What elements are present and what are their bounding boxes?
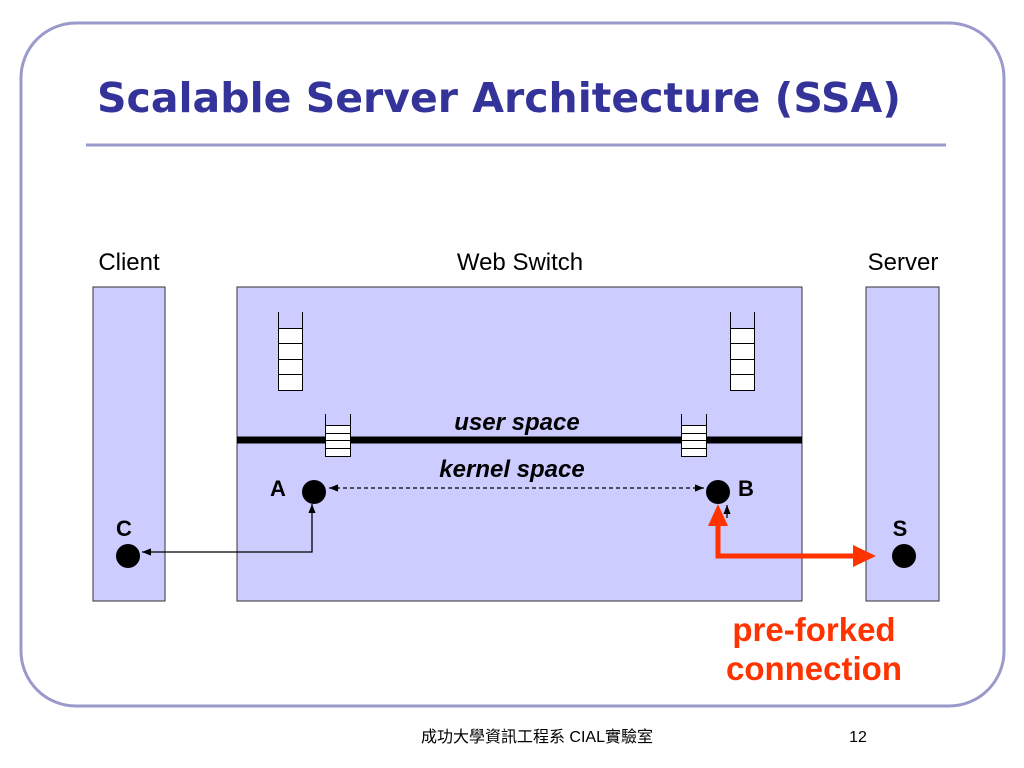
queue-lines xyxy=(325,414,351,457)
node-s xyxy=(892,544,916,568)
queue-lines xyxy=(278,312,303,391)
pre-forked-connection-line xyxy=(715,524,855,559)
annotation-line-2: connection xyxy=(726,650,902,687)
arrowhead-up xyxy=(708,504,728,526)
slide-title: Scalable Server Architecture (SSA) xyxy=(97,74,901,122)
socket-buffer-right xyxy=(681,414,707,457)
node-b-label: B xyxy=(738,476,754,501)
client-label: Client xyxy=(98,249,160,276)
user-queue-right xyxy=(730,312,755,391)
user-space-label: user space xyxy=(454,409,579,436)
node-c xyxy=(116,544,140,568)
queue-lines xyxy=(730,312,755,391)
pre-forked-connection-arrow xyxy=(708,504,876,567)
arrowhead-right xyxy=(853,545,876,567)
node-s-label: S xyxy=(893,516,908,541)
node-a xyxy=(302,480,326,504)
node-b xyxy=(706,480,730,504)
queue-lines xyxy=(681,414,707,457)
footer-text: 成功大學資訊工程系 CIAL實驗室 xyxy=(421,727,653,746)
socket-buffer-left xyxy=(325,414,351,457)
node-a-label: A xyxy=(270,476,286,501)
user-queue-left xyxy=(278,312,303,391)
web-switch-label: Web Switch xyxy=(457,249,583,276)
page-number: 12 xyxy=(849,729,867,746)
annotation-line-1: pre-forked xyxy=(732,611,895,648)
node-c-label: C xyxy=(116,516,132,541)
c-a-connection-arrow xyxy=(142,504,316,556)
kernel-space-label: kernel space xyxy=(439,456,584,483)
server-label: Server xyxy=(868,249,939,276)
